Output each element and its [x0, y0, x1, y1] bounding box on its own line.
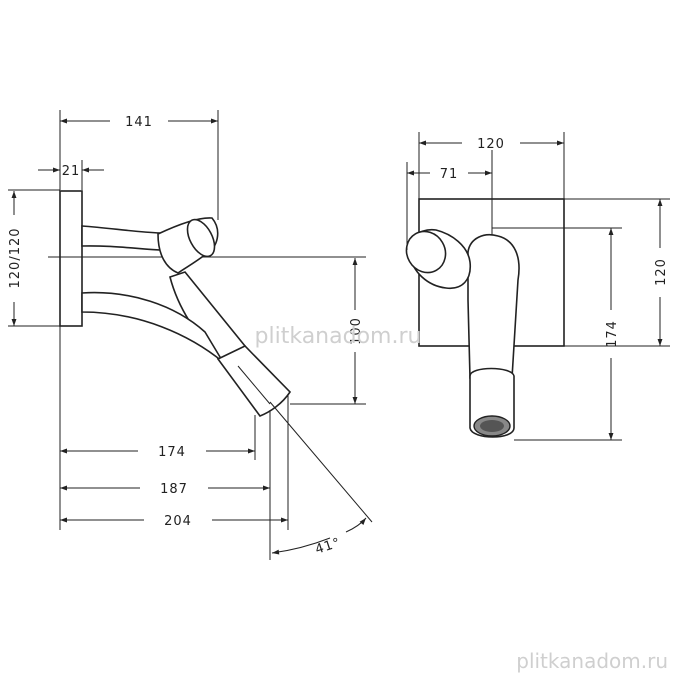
dim-front-120-height: 120 [654, 258, 669, 286]
ext-line [269, 401, 373, 523]
dim-front-174: 174 [605, 320, 620, 348]
dim-204: 204 [164, 514, 192, 529]
angle-arc [271, 537, 331, 555]
side-handle-knob-face [186, 218, 216, 258]
dim-187: 187 [160, 482, 188, 497]
angle-arc [345, 517, 367, 533]
dim-100: 100 [349, 317, 364, 345]
dim-141: 141 [125, 115, 153, 130]
side-view: 141 21 120/120 100 174 187 204 41° [8, 110, 373, 560]
dim-21: 21 [62, 164, 81, 179]
front-handle-face [405, 230, 447, 274]
dim-angle-41: 41° [313, 535, 342, 557]
side-spout-detail [237, 365, 271, 405]
front-view: 120 71 120 174 [405, 132, 670, 441]
watermark-corner: plitkanadom.ru [516, 649, 668, 673]
dim-front-120-width: 120 [477, 137, 505, 152]
dim-120-120: 120/120 [8, 227, 23, 288]
side-wall-plate [59, 190, 83, 327]
watermark-center: plitkanadom.ru [255, 324, 422, 349]
front-spout-body [467, 234, 520, 379]
side-spout-head [216, 345, 292, 417]
dim-front-71: 71 [440, 167, 459, 182]
dim-174: 174 [158, 445, 186, 460]
front-aerator-inner [480, 420, 504, 432]
